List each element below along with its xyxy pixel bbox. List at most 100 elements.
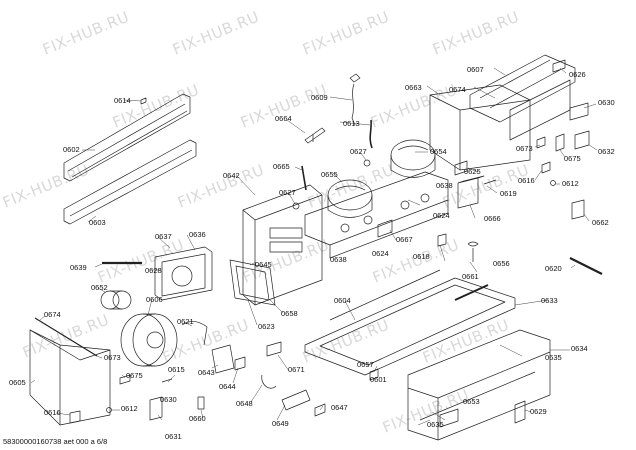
label-0616a: 0616 [518,176,535,185]
label-0625: 0625 [464,167,481,176]
label-0675a: 0675 [564,154,581,163]
label-0656: 0656 [493,259,510,268]
part-0627 [363,159,371,167]
label-0627b: 0627 [279,188,296,197]
bracket-0664 [304,127,326,144]
label-0657: 0657 [357,360,374,369]
label-0615: 0615 [168,365,185,374]
label-0671: 0671 [288,365,305,374]
label-0673b: 0673 [104,353,121,362]
label-0612b: 0612 [121,404,138,413]
label-0626: 0626 [569,70,586,79]
label-0658: 0658 [281,309,298,318]
part-0618 [437,233,447,247]
label-0663: 0663 [405,83,422,92]
label-0639: 0639 [70,263,87,272]
label-0647: 0647 [331,403,348,412]
part-0629 [514,400,526,424]
label-0660: 0660 [189,414,206,423]
label-0638b: 0638 [330,255,347,264]
rod-0620 [569,257,603,275]
label-0607: 0607 [467,65,484,74]
label-0621: 0621 [177,317,194,326]
cable-0609 [349,73,361,126]
label-0643: 0643 [198,368,215,377]
tube-0665 [301,165,307,191]
label-0627a: 0627 [350,147,367,156]
label-0635b: 0635 [427,420,444,429]
label-0624a: 0624 [433,211,450,220]
label-0606: 0606 [146,295,163,304]
label-0662: 0662 [592,218,609,227]
label-0644: 0644 [219,382,236,391]
label-0605: 0605 [9,378,26,387]
part-0626 [552,59,566,73]
label-0637: 0637 [155,232,172,241]
part-0630 [569,102,589,121]
part-0667 [377,219,393,238]
label-0638a: 0638 [436,181,453,190]
label-0623: 0623 [258,322,275,331]
label-0629: 0629 [530,407,547,416]
label-0666: 0666 [484,214,501,223]
label-0628: 0628 [145,266,162,275]
label-0634: 0634 [571,344,588,353]
label-0674a: 0674 [449,85,466,94]
motor-0643 [211,344,235,374]
label-0609: 0609 [311,93,328,102]
label-0603: 0603 [89,218,106,227]
label-0652: 0652 [91,283,108,292]
part-0671 [266,341,282,357]
bracket-0621 [181,321,208,346]
tube-0613 [369,119,373,149]
compressor-base [304,171,449,259]
label-0649: 0649 [272,419,289,428]
cylinder-0649 [281,389,311,411]
label-0624b: 0624 [372,249,389,258]
part-0625 [454,160,468,176]
part-0662 [571,199,585,220]
part-0653 [439,408,459,428]
label-0633: 0633 [541,296,558,305]
part-0616 [69,410,81,424]
part-0660 [197,396,205,410]
part-0647 [314,403,326,417]
label-0635a: 0635 [545,353,562,362]
label-0665: 0665 [273,162,290,171]
box-0666 [457,175,485,209]
frame-0628 [154,246,213,301]
label-0604: 0604 [334,296,351,305]
label-0618: 0618 [413,252,430,261]
screw-0614 [140,97,147,105]
label-0616b: 0616 [44,408,61,417]
label-0654: 0654 [430,147,447,156]
label-0636: 0636 [189,230,206,239]
part-0630 [149,396,163,421]
shroud-0642 [242,184,323,306]
part-0644 [234,356,246,371]
label-0620: 0620 [545,264,562,273]
panel-0602 [63,93,191,182]
label-0655: 0655 [321,170,338,179]
label-0612a: 0612 [562,179,579,188]
label-0613: 0613 [343,119,360,128]
compressor-0655 [327,179,373,218]
part-0632 [574,130,590,150]
label-0645: 0645 [255,260,272,269]
screw-0619 [483,179,497,185]
label-0601: 0601 [370,375,387,384]
label-0667: 0667 [396,235,413,244]
label-0630a: 0630 [598,98,615,107]
part-0675 [555,133,565,152]
part-0616 [541,161,551,174]
label-0675b: 0675 [126,371,143,380]
label-0631: 0631 [165,432,182,441]
part-0657 [369,368,379,381]
frame-0634 [407,329,551,441]
label-0642: 0642 [223,171,240,180]
cylinder-0652 [100,290,132,310]
label-0632: 0632 [598,147,615,156]
footer-reference: 58300000160738 aet 000 a 6/8 [3,437,108,446]
label-0614: 0614 [114,96,131,105]
